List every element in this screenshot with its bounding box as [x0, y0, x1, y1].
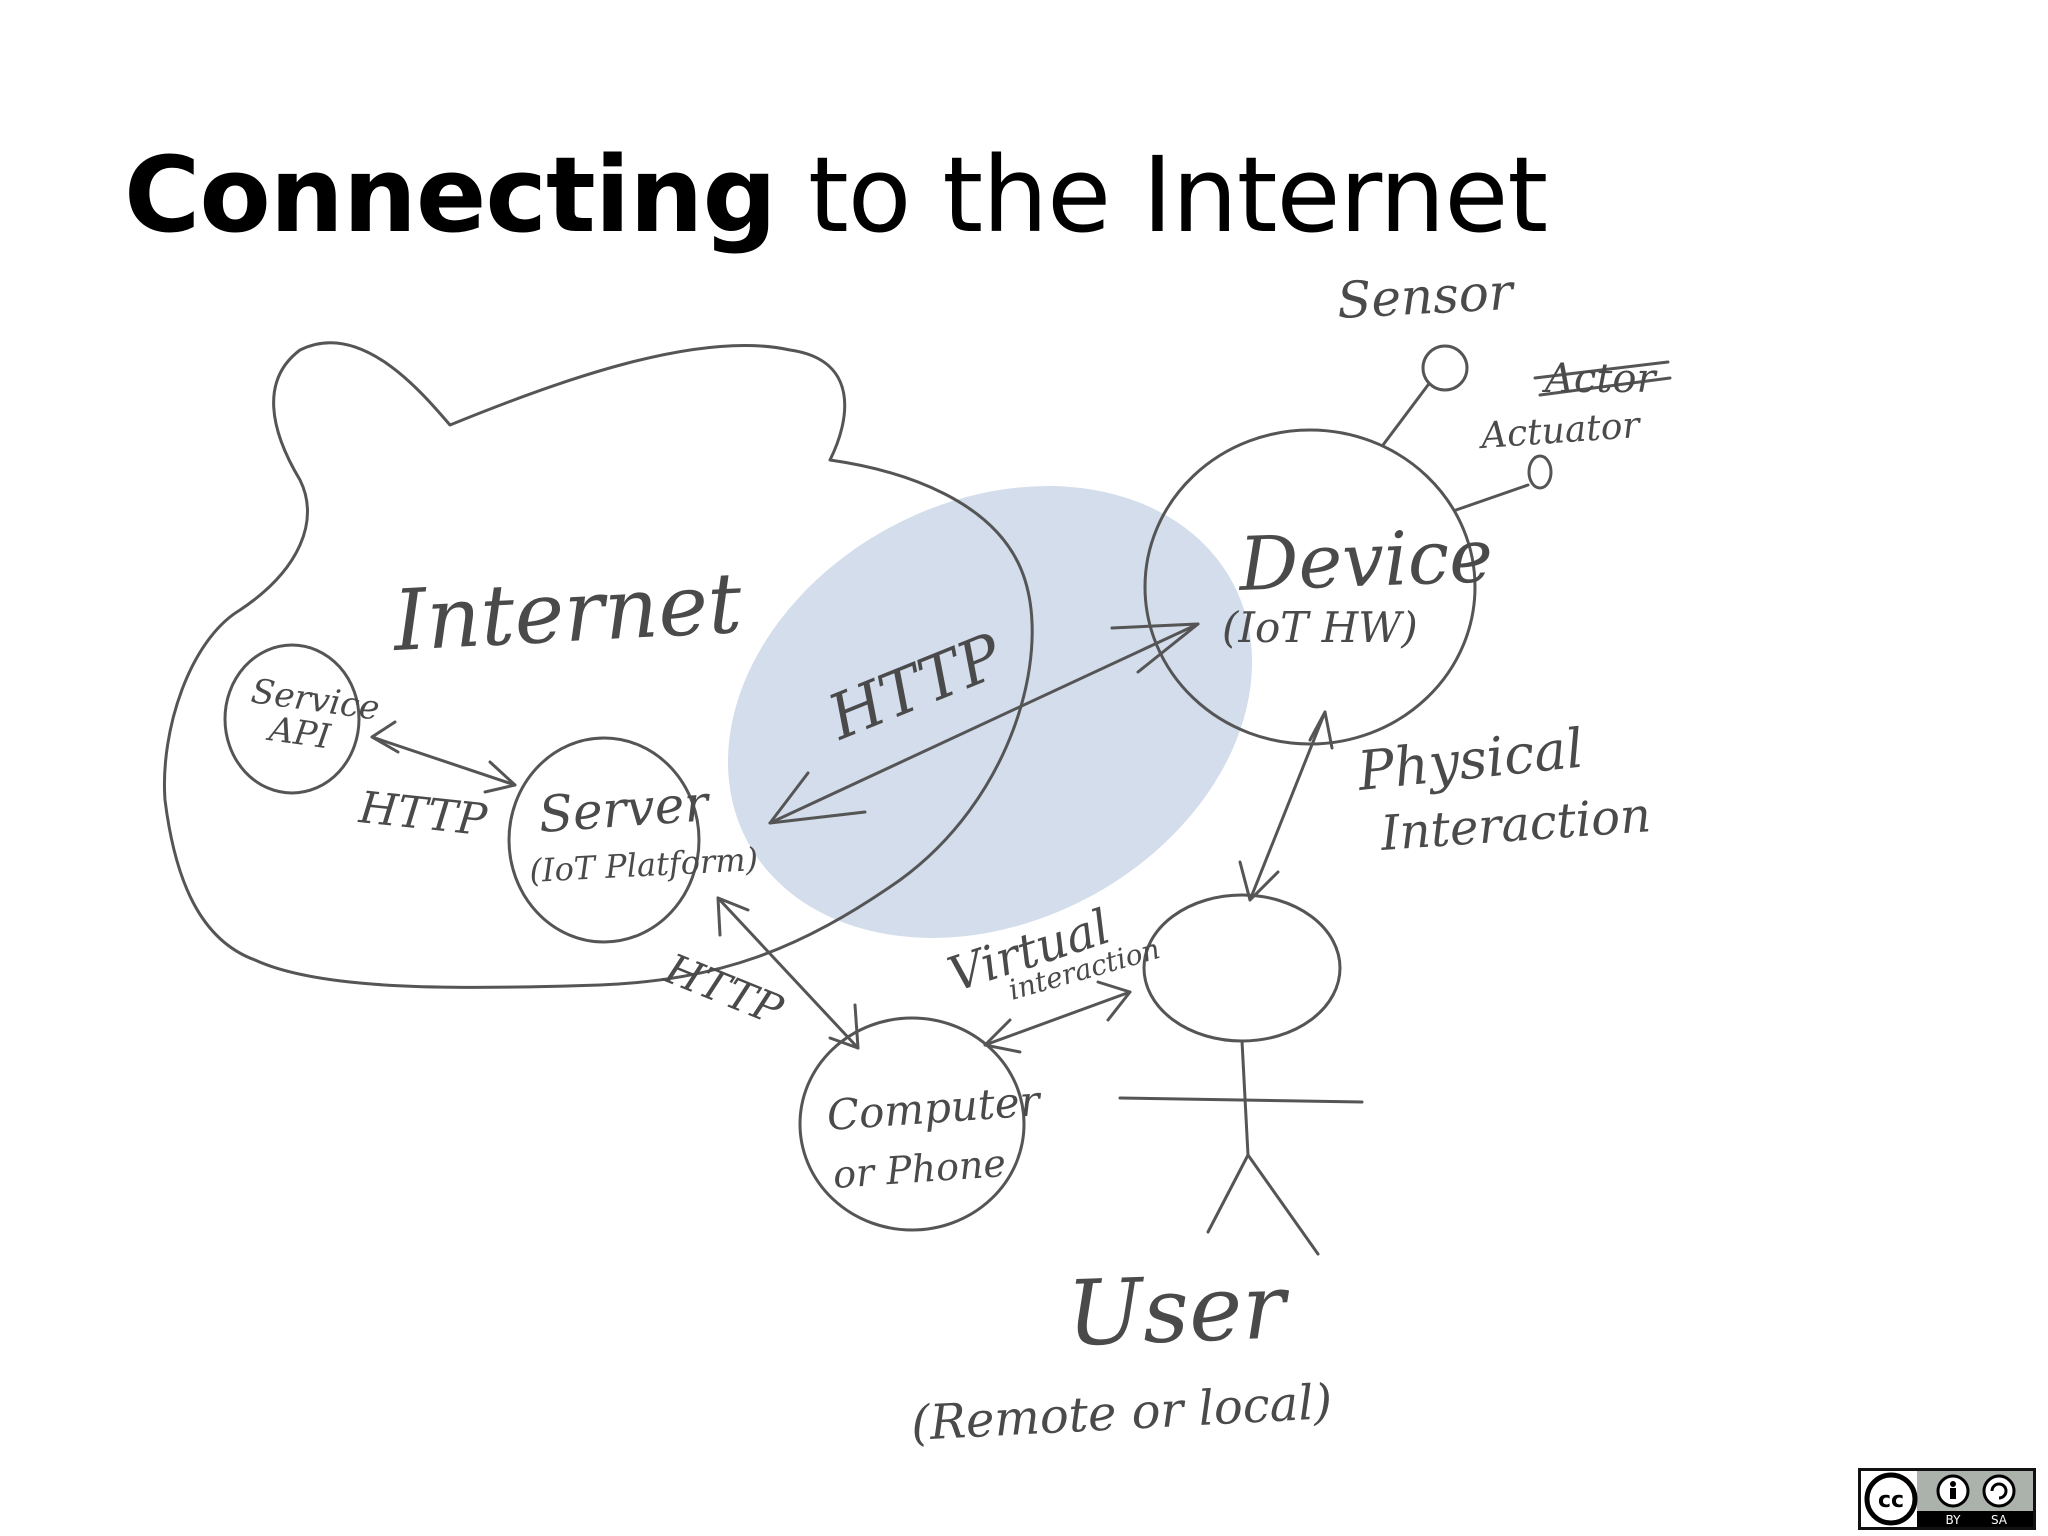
http-bottom-label: HTTP: [657, 943, 790, 1035]
actor-struck-label: Actor: [1541, 356, 1658, 402]
arrow-api-server: [370, 720, 517, 794]
service-api-label-2: API: [264, 709, 333, 758]
http-highlight-ellipse: [727, 486, 1253, 938]
internet-cloud: [162, 341, 1034, 989]
title-bold: Connecting: [124, 134, 777, 256]
http-left-label: HTTP: [356, 782, 491, 846]
server-circle: [507, 736, 701, 944]
cc-by-text: BY: [1946, 1513, 1962, 1527]
user-sub-label: (Remote or local): [910, 1374, 1334, 1452]
server-label-2: (IoT Platform): [528, 840, 759, 890]
computer-label-1: Computer: [825, 1076, 1044, 1140]
arrow-server-device: [768, 622, 1200, 825]
device-label-1: Device: [1236, 513, 1495, 608]
computer-label-2: or Phone: [832, 1141, 1008, 1197]
arrow-server-computer: [716, 896, 860, 1050]
slide-title: Connecting to the Internet: [124, 138, 1548, 252]
cc-sa-text: SA: [1991, 1513, 2008, 1527]
device-circle: [1143, 428, 1477, 746]
service-api-circle: [223, 643, 361, 795]
cc-license-badge: cc BY SA: [1858, 1468, 2036, 1530]
arrow-device-user: [1238, 710, 1334, 902]
title-rest: to the Internet: [775, 134, 1548, 256]
actuator-circle: [1527, 454, 1553, 490]
server-label-1: Server: [537, 774, 713, 844]
internet-label: Internet: [389, 554, 744, 670]
svg-text:cc: cc: [1878, 1488, 1904, 1513]
user-label: User: [1065, 1254, 1292, 1367]
sensor-circle: [1421, 344, 1469, 392]
creative-commons-by-sa-icon: cc BY SA: [1861, 1471, 2033, 1527]
sensor-label: Sensor: [1336, 263, 1518, 330]
physical-interaction-label-1: Physical: [1354, 717, 1587, 803]
arrow-computer-user: [983, 980, 1132, 1054]
user-stick-figure: [1118, 893, 1364, 1256]
device-label-2: (IoT HW): [1222, 603, 1418, 652]
physical-interaction-label-2: Interaction: [1378, 787, 1653, 862]
actuator-label: Actuator: [1477, 405, 1643, 457]
actor-strikethrough: [1533, 360, 1672, 397]
computer-circle: [798, 1016, 1026, 1232]
